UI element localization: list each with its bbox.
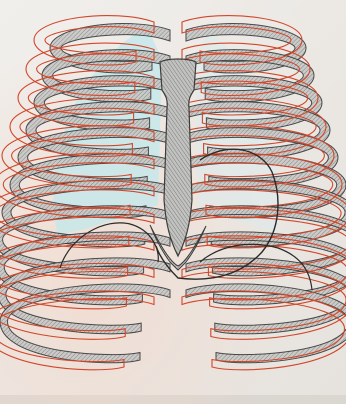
ribcage-illustration: [0, 0, 346, 404]
illustration-canvas: [0, 0, 346, 404]
